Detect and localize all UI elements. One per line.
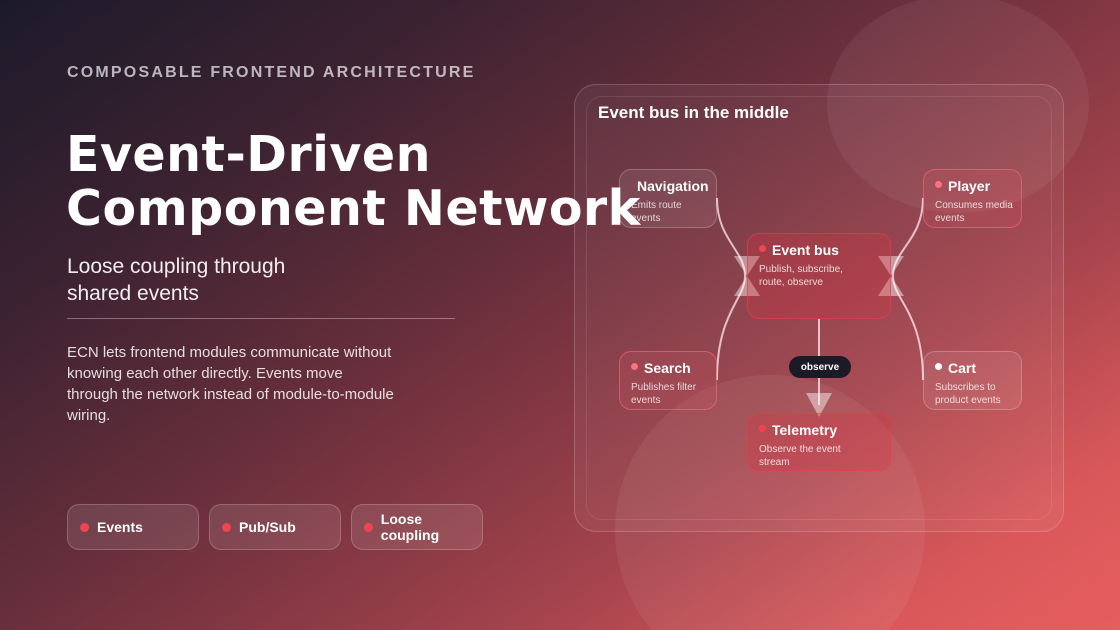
- dot-icon: [631, 362, 638, 370]
- dot-icon: [80, 522, 89, 532]
- node-desc: Consumes media events: [935, 200, 1013, 224]
- node-desc: Emits route events: [631, 200, 682, 224]
- edge-label-observe: observe: [789, 356, 851, 378]
- tag-chips: Events Pub/Sub Loose coupling: [67, 504, 483, 550]
- divider: [67, 318, 455, 319]
- node-cart[interactable]: Cart Subscribes to product events: [923, 351, 1022, 410]
- dot-icon: [759, 424, 766, 432]
- description-text: ECN lets frontend modules communicate wi…: [67, 344, 394, 424]
- dot-icon: [759, 244, 766, 252]
- page-title: Event-Driven Component Network: [66, 128, 641, 236]
- node-label: Event bus: [772, 242, 839, 258]
- node-desc: Observe the event stream: [759, 444, 841, 468]
- node-label: Navigation: [637, 178, 709, 194]
- chip-events[interactable]: Events: [67, 504, 199, 550]
- dot-icon: [364, 522, 373, 532]
- dot-icon: [935, 180, 942, 188]
- chip-label: Pub/Sub: [239, 519, 296, 535]
- chip-pub-sub[interactable]: Pub/Sub: [209, 504, 341, 550]
- subtitle-line-2: shared events: [67, 282, 199, 305]
- dot-icon: [935, 362, 942, 370]
- chip-label: Events: [97, 519, 143, 535]
- node-event-bus[interactable]: Event bus Publish, subscribe, route, obs…: [747, 233, 891, 319]
- dot-icon: [222, 522, 231, 532]
- diagram-panel-inner: [586, 96, 1052, 520]
- node-search[interactable]: Search Publishes filter events: [619, 351, 717, 410]
- kicker-label: COMPOSABLE FRONTEND ARCHITECTURE: [67, 64, 476, 81]
- node-desc: Publish, subscribe, route, observe: [759, 264, 843, 288]
- node-desc: Publishes filter events: [631, 382, 697, 406]
- node-navigation[interactable]: Navigation Emits route events: [619, 169, 717, 228]
- title-line-1: Event-Driven: [66, 126, 431, 183]
- diagram-panel: [574, 84, 1064, 532]
- node-player[interactable]: Player Consumes media events: [923, 169, 1022, 228]
- node-telemetry[interactable]: Telemetry Observe the event stream: [747, 413, 891, 471]
- node-label: Cart: [948, 360, 977, 376]
- node-label: Telemetry: [772, 422, 838, 438]
- diagram-title: Event bus in the middle: [598, 103, 789, 122]
- node-desc: Subscribes to product events: [935, 382, 1001, 406]
- node-label: Search: [644, 360, 691, 376]
- subtitle: Loose coupling through shared events: [67, 253, 285, 307]
- chip-loose-coupling[interactable]: Loose coupling: [351, 504, 483, 550]
- chip-label: Loose coupling: [380, 511, 440, 543]
- title-line-2: Component Network: [66, 180, 641, 237]
- subtitle-line-1: Loose coupling through: [67, 255, 286, 278]
- node-label: Player: [948, 178, 991, 194]
